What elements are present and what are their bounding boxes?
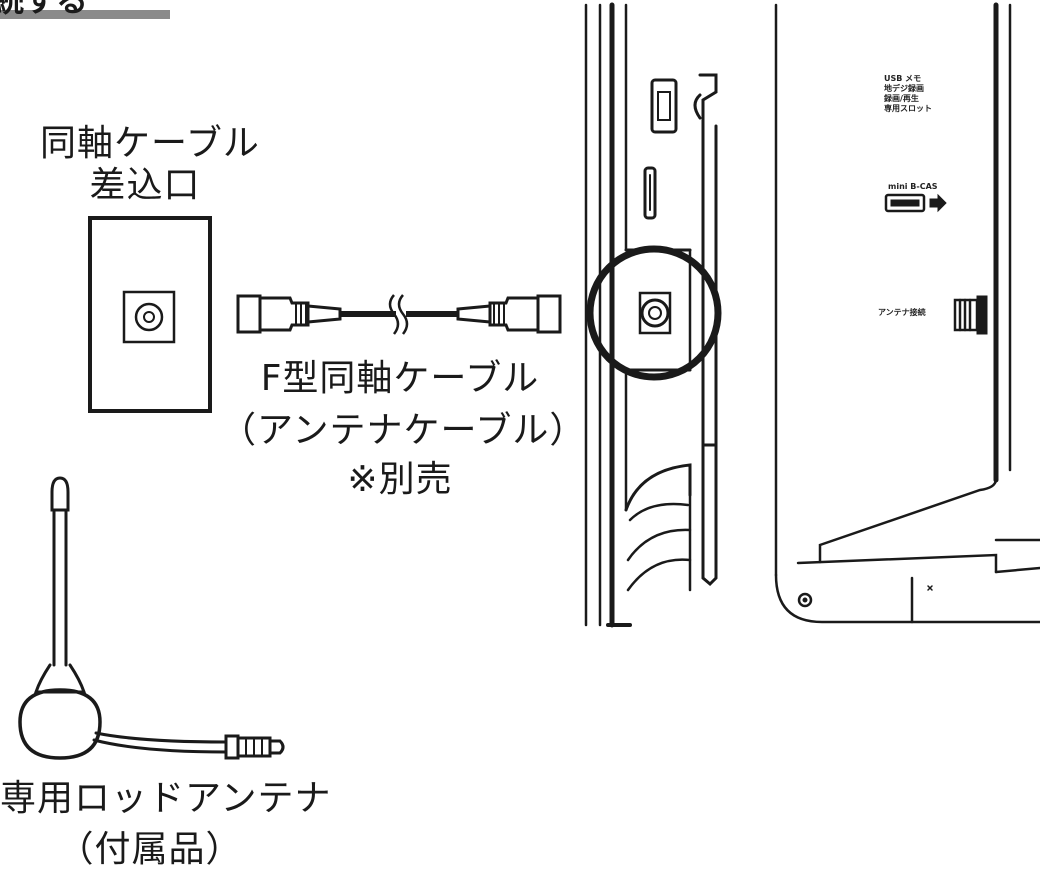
cable-label-line1: F型同軸ケーブル — [260, 358, 540, 399]
wall-outlet-label-line1: 同軸ケーブル — [40, 123, 260, 164]
rod-antenna-label-line2: （付属品） — [57, 829, 243, 870]
wall-outlet-label-line2: 差込口 — [89, 165, 201, 206]
card-slot-label: mini B-CAS — [888, 182, 938, 191]
f-type-coax-cable — [236, 294, 562, 335]
rod-antenna-label-line1: 専用ロッドアンテナ — [0, 778, 332, 819]
header-bar — [0, 10, 170, 19]
cable-label-line3: ※別売 — [347, 459, 453, 500]
header-fragment: 続する — [0, 0, 89, 19]
rod-antenna — [18, 476, 285, 760]
device-side-view — [584, 2, 722, 628]
cable-label-line2: （アンテナケーブル） — [220, 410, 587, 451]
usb-slot-label-3: 録画/再生 — [884, 94, 919, 103]
usb-slot-label-4: 専用スロット — [884, 104, 932, 113]
usb-slot-label-2: 地デジ録画 — [884, 84, 924, 93]
usb-slot-label-1: USB メモ — [884, 74, 922, 83]
device-back-view — [774, 2, 1040, 624]
antenna-jack-label: アンテナ接続 — [878, 308, 926, 317]
wall-outlet-plate — [88, 216, 212, 413]
